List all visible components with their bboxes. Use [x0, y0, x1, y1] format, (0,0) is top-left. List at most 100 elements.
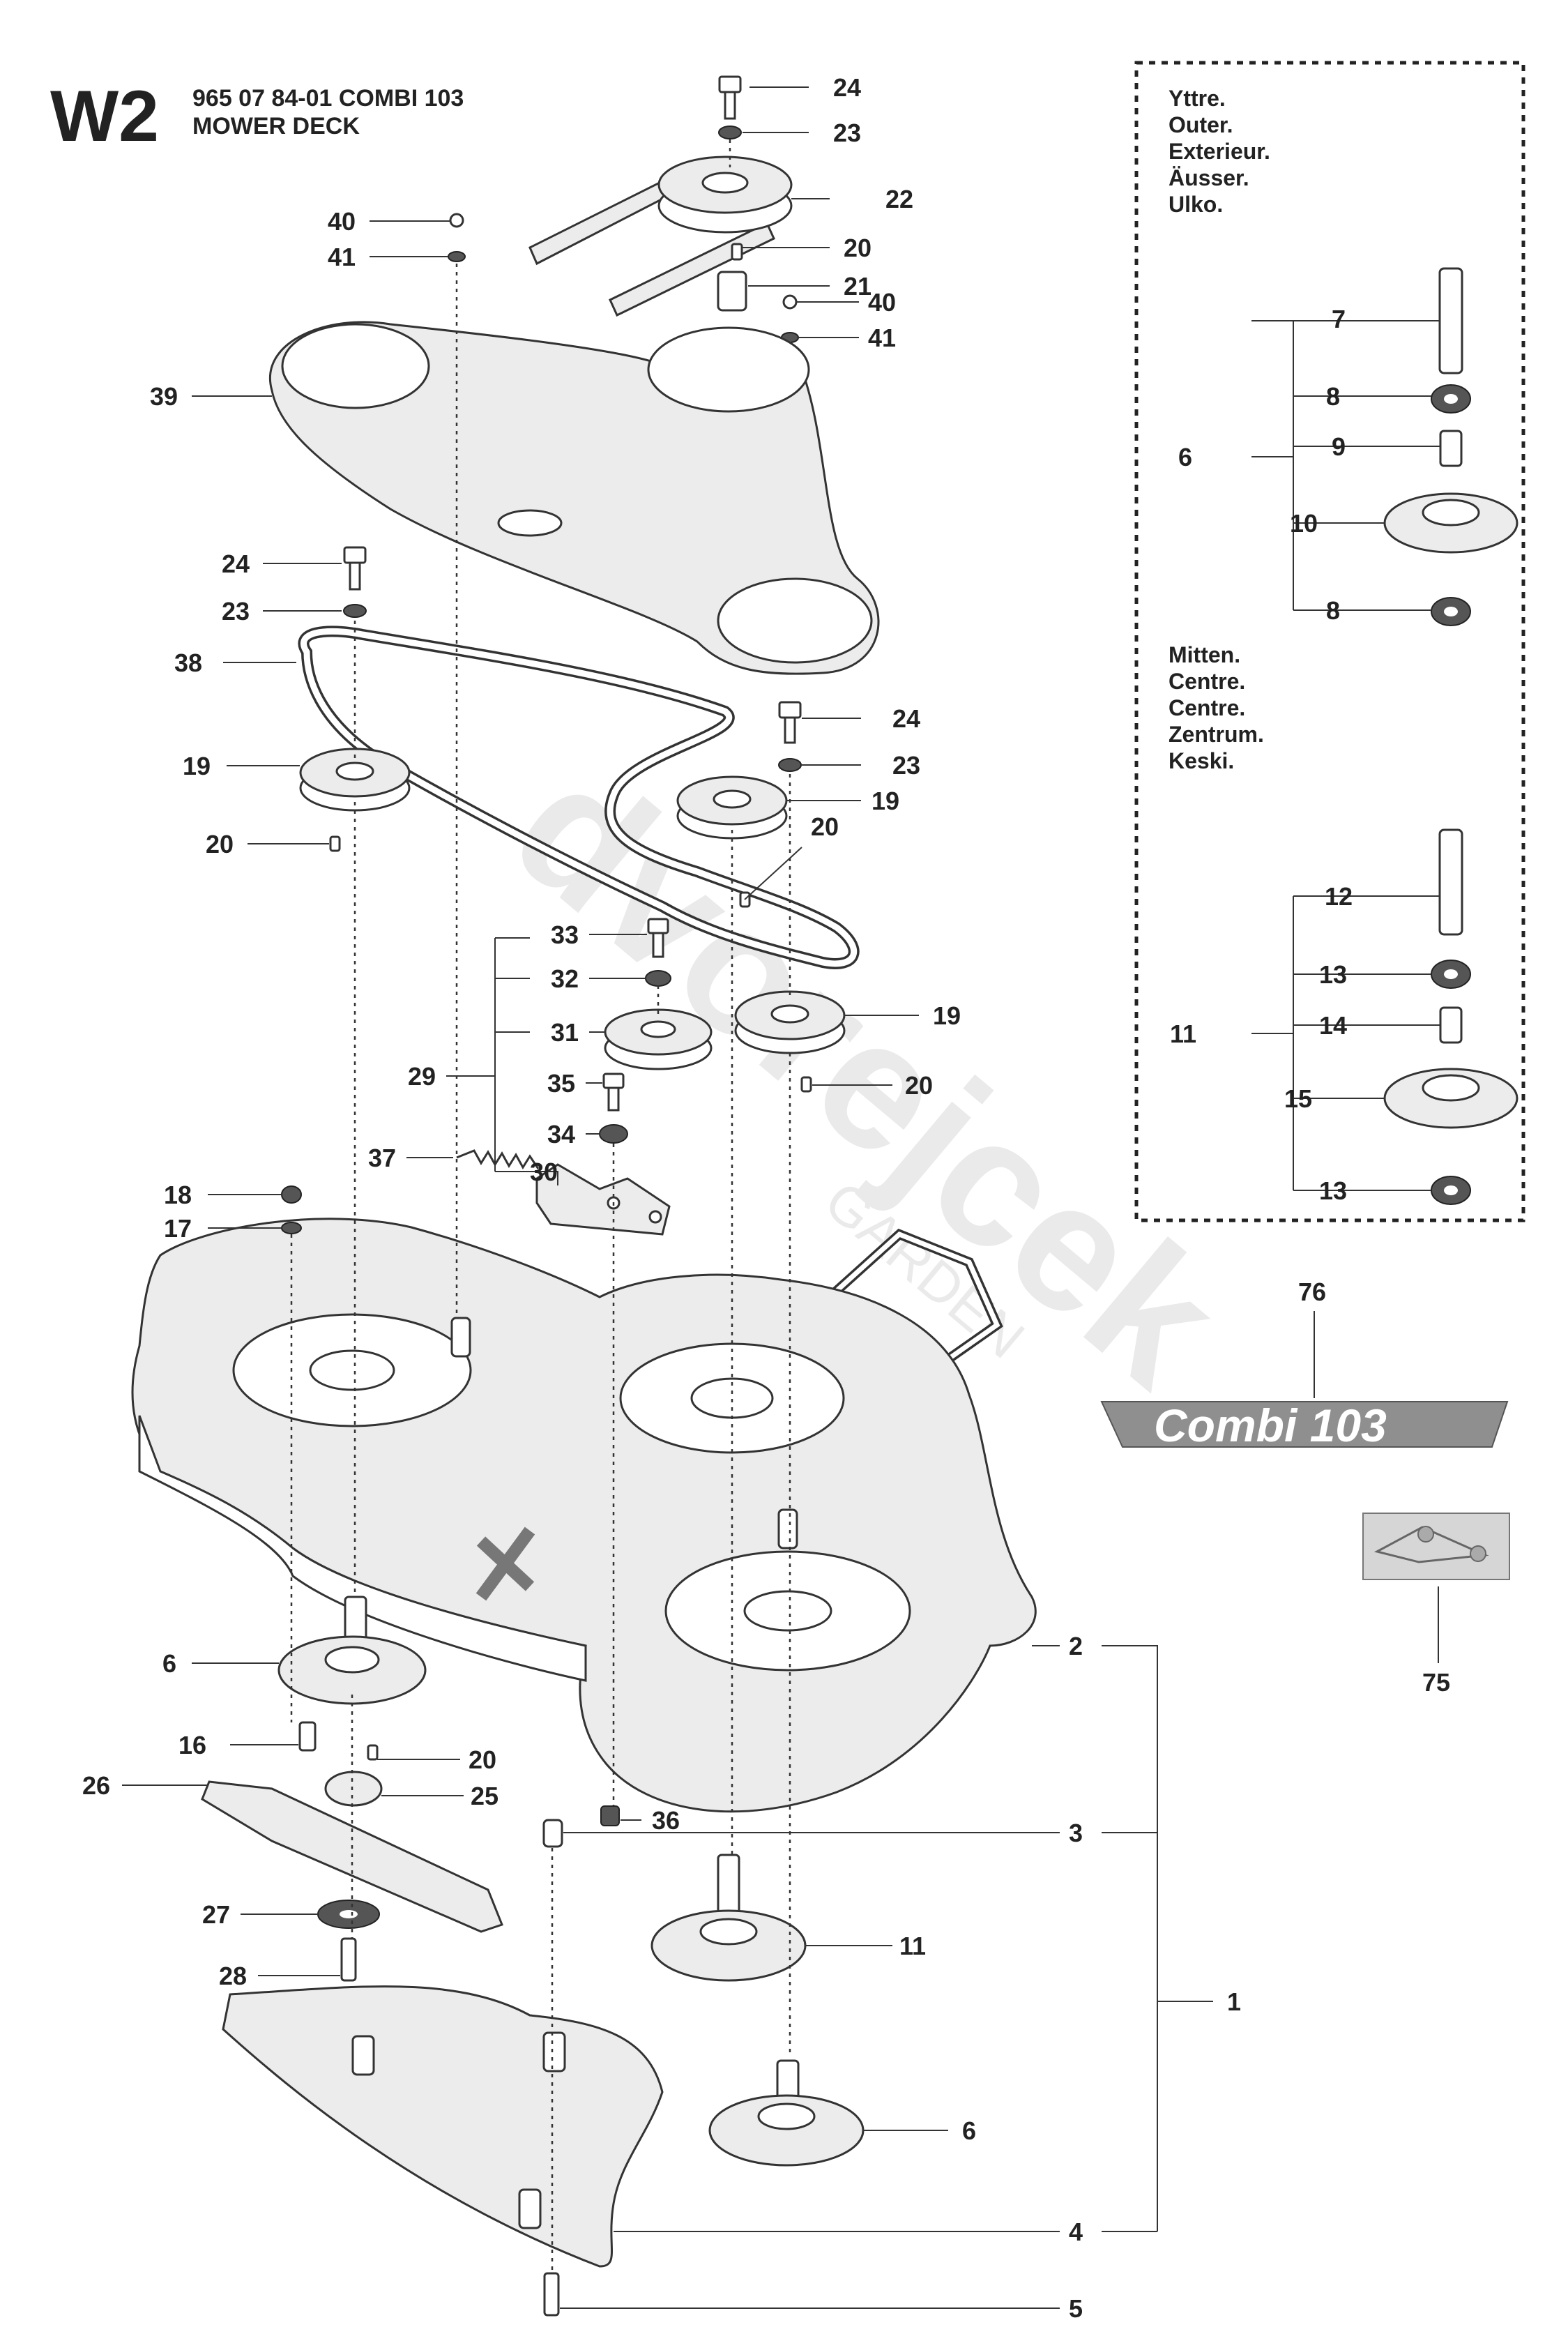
callout-label: 3: [1069, 1819, 1083, 1847]
callout-label: 18: [164, 1181, 192, 1209]
spindle-housing-hub: [1422, 1074, 1480, 1102]
baffle-post: [518, 2188, 542, 2229]
idler-arm: [535, 1163, 671, 1236]
clip-body: [782, 294, 798, 310]
blade-washer-bore: [340, 1910, 358, 1918]
deck-body: [131, 1218, 1037, 1813]
callout-label: 20: [206, 830, 234, 858]
inset-outer-line: Äusser.: [1169, 165, 1249, 190]
diagram-code: W2: [50, 76, 159, 157]
nut: [281, 1185, 302, 1204]
deck-right-spindle-hole: [743, 1590, 832, 1632]
callout-label: 26: [82, 1771, 110, 1800]
model-badge-text: Combi 103: [1154, 1400, 1387, 1451]
callout-label: 22: [885, 185, 913, 213]
callout-label: 6: [1178, 443, 1192, 471]
deck-baffle-body: [222, 1985, 664, 2268]
callout-label: 23: [222, 597, 250, 626]
callout-label: 20: [469, 1745, 496, 1774]
centre-pulley-assembly: [676, 701, 802, 908]
callout-label: 13: [1319, 960, 1347, 989]
washer: [281, 1222, 302, 1234]
callout-label: 37: [368, 1144, 396, 1172]
bolt-thread: [652, 932, 664, 958]
key: [367, 1744, 379, 1761]
spindle-shaft: [1438, 828, 1463, 936]
pulley-hub: [713, 789, 752, 809]
inset-centre-line: Zentrum.: [1169, 722, 1264, 747]
diagram-title: MOWER DECK: [192, 113, 360, 139]
clip-body: [449, 213, 464, 228]
callout-label: 8: [1326, 596, 1340, 625]
washer: [343, 604, 367, 618]
key: [731, 243, 743, 261]
spindle-housing-hub: [324, 1646, 380, 1674]
leader-lines: [122, 86, 1439, 2309]
deck-skirt: [138, 1415, 587, 1682]
leader: [494, 937, 558, 1185]
callout-label: 35: [547, 1069, 575, 1098]
belt-cover-right-dome: [717, 577, 873, 664]
decal-thumbnail-frame: [1362, 1513, 1510, 1580]
callout-label: 11: [899, 1932, 926, 1960]
callout-label: 19: [933, 1001, 961, 1030]
model-badge: [1100, 1401, 1509, 1448]
callout-label: 2: [1069, 1632, 1083, 1660]
callout-label: 76: [1298, 1278, 1326, 1306]
callout-label: 16: [178, 1731, 206, 1759]
top-pulley-assembly: [448, 75, 799, 343]
leader: [744, 847, 802, 900]
callout-label: 30: [530, 1158, 558, 1186]
belt-cover-left-dome: [281, 323, 430, 409]
callout-label: 24: [222, 550, 250, 578]
decal-thumbnail: [1362, 1513, 1510, 1580]
bearing-bore: [1444, 394, 1458, 404]
spacer: [599, 1124, 628, 1144]
leader: [1032, 1645, 1158, 2231]
callout-label: 1: [1227, 1987, 1241, 2016]
bolt: [718, 75, 742, 93]
clip-icon: [449, 213, 464, 228]
callout-label: 13: [1319, 1176, 1347, 1205]
callout-label: 24: [833, 73, 861, 102]
callout-label: 9: [1332, 432, 1346, 461]
pulley-hub: [335, 761, 374, 781]
bolt-thread: [349, 561, 361, 591]
inset-outer-spindle: [1383, 267, 1518, 626]
callout-label: 6: [162, 1649, 176, 1678]
callout-label: 4: [1069, 2218, 1083, 2246]
washer: [448, 251, 466, 262]
callout-label: 11: [1170, 1020, 1196, 1048]
inset-centre-line: Centre.: [1169, 669, 1245, 694]
callout-label: 20: [905, 1071, 933, 1100]
callout-label: 40: [868, 288, 896, 317]
v-belt-section: [609, 221, 775, 317]
deck-baffle: [222, 1985, 664, 2268]
bolt: [647, 918, 669, 934]
callout-label: 8: [1326, 382, 1340, 411]
callout-label: 32: [551, 964, 579, 993]
callout-label: 7: [1332, 305, 1346, 333]
inset-bracket: [1251, 320, 1440, 611]
callout-label: 5: [1069, 2294, 1083, 2323]
callout-label: 75: [1422, 1668, 1450, 1697]
nut: [600, 1805, 620, 1826]
idler-arm-hole: [648, 1210, 662, 1224]
baffle-bolt: [543, 2272, 560, 2317]
spindle-housing-hub: [1422, 499, 1480, 526]
baffle-post: [542, 2031, 566, 2072]
inset-outer-line: Exterieur.: [1169, 139, 1270, 164]
callout-label: 25: [471, 1782, 498, 1810]
deck-post: [777, 1508, 798, 1549]
inset-centre-line: Mitten.: [1169, 642, 1240, 667]
inset-centre-spindle: [1383, 828, 1518, 1205]
washer: [718, 126, 742, 139]
inset-bracket-tick: [1251, 456, 1293, 1034]
belt-cover: [269, 321, 880, 675]
spacer: [1439, 1006, 1463, 1044]
deck-bushing: [542, 1819, 563, 1848]
callout-label: 23: [833, 119, 861, 147]
washer: [778, 758, 802, 772]
blade-bolt: [340, 1937, 357, 1982]
